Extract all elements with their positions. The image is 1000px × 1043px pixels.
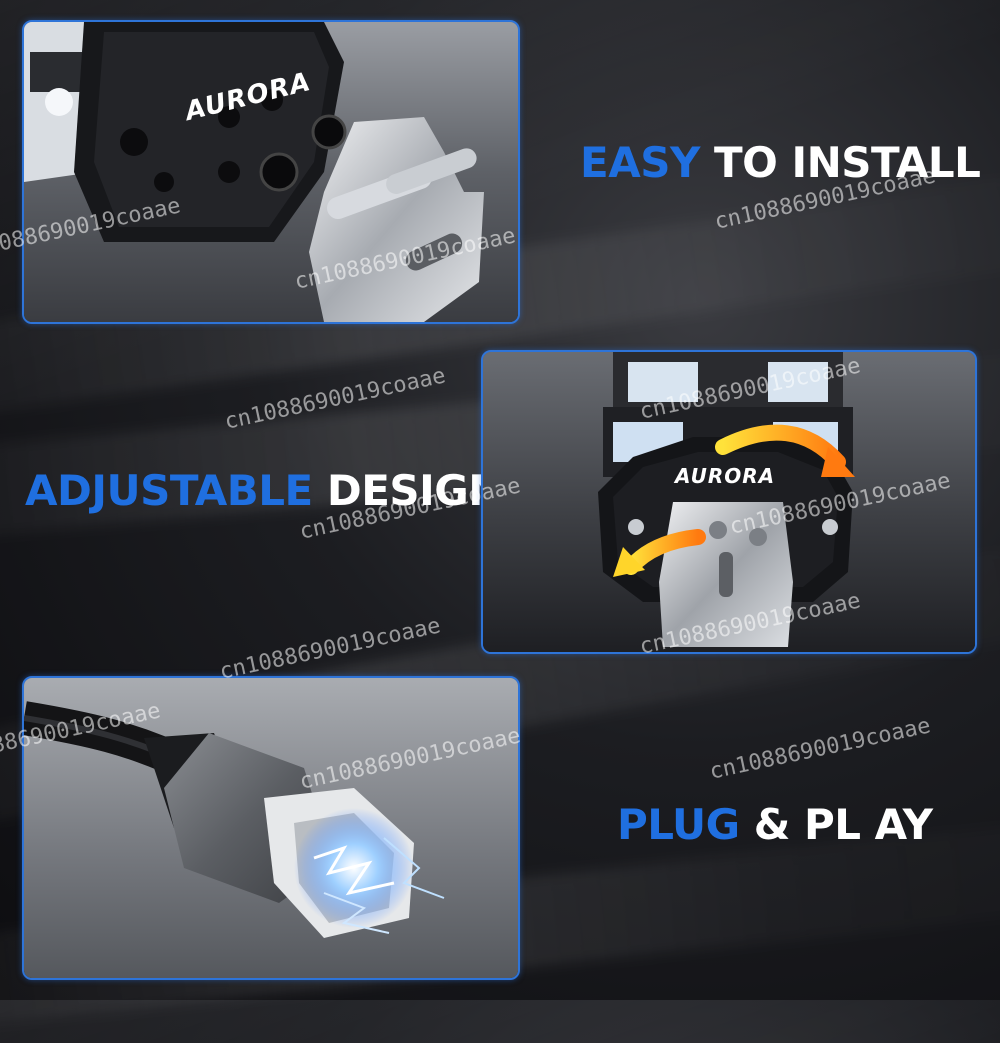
heading-rest: DESIGN xyxy=(312,466,504,515)
install-image-panel: AURORA xyxy=(22,20,520,324)
install-illustration xyxy=(24,22,518,322)
heading-accent: PLUG xyxy=(617,800,740,849)
adjustable-image-panel: AURORA xyxy=(481,350,977,654)
heading-rest: & PL AY xyxy=(739,800,933,849)
heading-accent: EASY xyxy=(580,138,700,187)
easy-install-heading: EASY TO INSTALL xyxy=(580,138,981,187)
adjustable-illustration xyxy=(483,352,975,652)
heading-rest: TO INSTALL xyxy=(699,138,981,187)
plug-image-panel xyxy=(22,676,520,980)
plug-play-heading: PLUG & PL AY xyxy=(617,800,933,849)
heading-accent: ADJUSTABLE xyxy=(25,466,313,515)
plug-illustration xyxy=(24,678,518,978)
adjustable-design-heading: ADJUSTABLE DESIGN xyxy=(25,466,503,515)
watermark-text: cn1088690019coaae xyxy=(707,713,933,785)
brand-logo: AURORA xyxy=(675,464,776,488)
